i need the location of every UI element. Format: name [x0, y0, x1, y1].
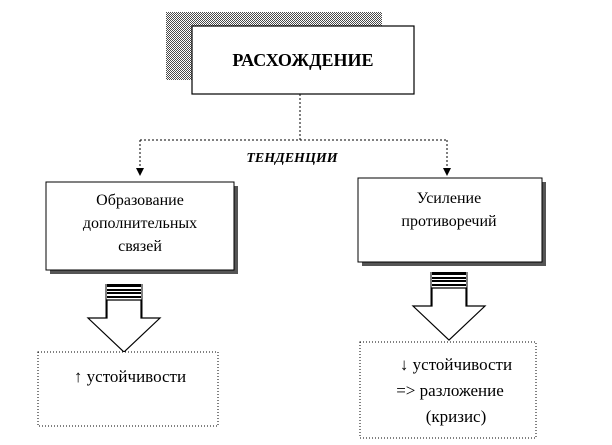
- result-right-line-3: (кризис): [426, 407, 487, 426]
- root-label: РАСХОЖДЕНИЕ: [232, 50, 373, 70]
- branch-left-box-border: [45, 181, 235, 271]
- branch-left-line-3: связей: [118, 238, 162, 255]
- branch-right-box-shadow-bottom: [362, 262, 546, 266]
- branch-left-box-shadow-right: [234, 186, 238, 274]
- arrowhead-right-icon: [443, 168, 451, 176]
- result-right-line-1: ↓ устойчивости: [400, 355, 512, 374]
- result-right-box: [359, 341, 537, 439]
- result-left-line-1: ↑ устойчивости: [74, 367, 186, 386]
- arrowhead-left-icon: [136, 168, 144, 176]
- branch-left-line-1: Образование: [96, 192, 184, 209]
- branch-right-box-border: [357, 177, 543, 263]
- root-box: [191, 25, 415, 95]
- branch-right-line-1: Усиление: [417, 190, 481, 207]
- branch-right-box-shadow-right: [542, 182, 546, 266]
- down-arrow-left-icon: [86, 284, 162, 353]
- result-left-box: [37, 351, 219, 427]
- result-right-line-2: => разложение: [396, 381, 504, 400]
- tendencies-label: ТЕНДЕНЦИИ: [246, 151, 338, 166]
- branch-left-line-2: дополнительных: [83, 215, 197, 232]
- branch-left-box: [46, 182, 234, 270]
- down-arrow-right-icon: [411, 272, 487, 341]
- branch-left-box-shadow-bottom: [50, 270, 238, 274]
- branch-right-line-2: противоречий: [401, 213, 497, 230]
- tendency-connectors: [139, 94, 448, 170]
- branch-right-box: [358, 178, 542, 262]
